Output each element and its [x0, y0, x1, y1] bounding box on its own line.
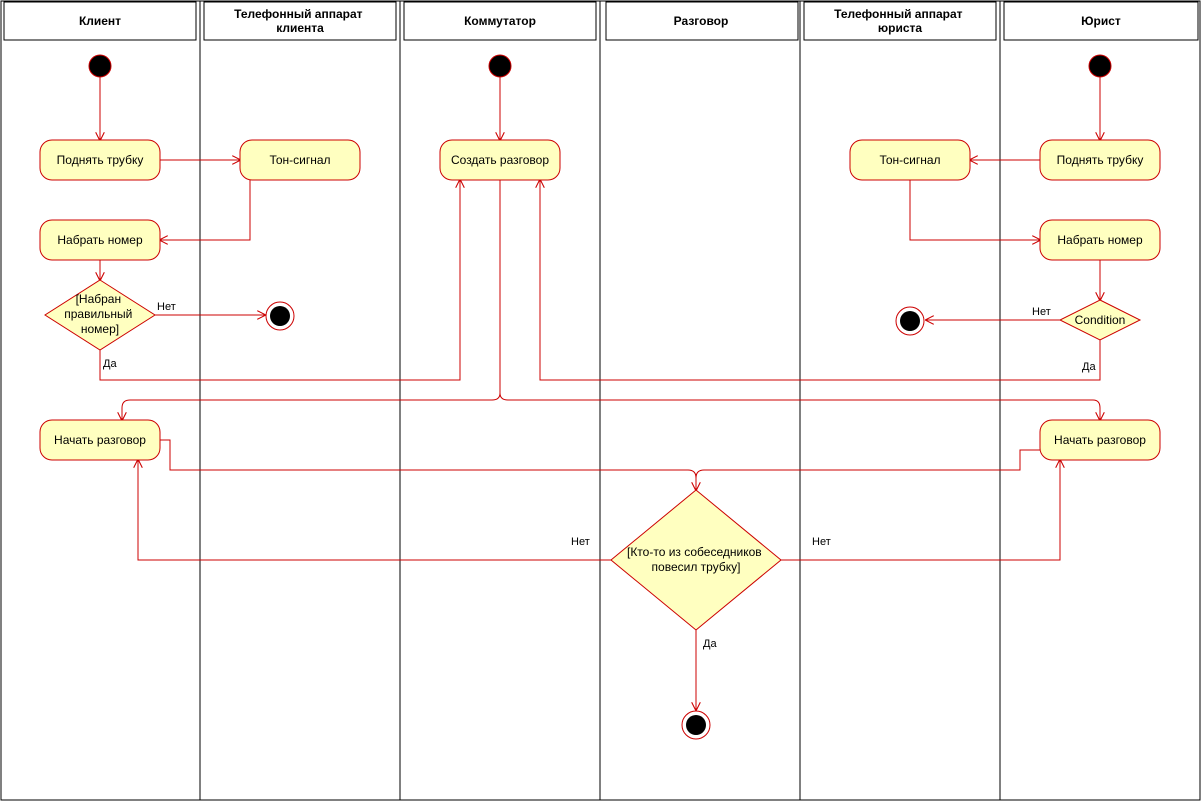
lane-header-client-phone [203, 1, 397, 41]
lane-header-lawyer-phone [803, 1, 997, 41]
decision-label: Condition [1075, 313, 1126, 327]
action-lawyer-pickup[interactable]: Поднять трубку [1039, 139, 1161, 181]
action-label: Создать разговор [451, 153, 549, 167]
end-node-lawyer [895, 306, 925, 336]
action-label: Набрать номер [1057, 233, 1143, 247]
start-nodes [88, 54, 1112, 78]
action-label: Набрать номер [57, 233, 143, 247]
action-client-dial[interactable]: Набрать номер [39, 219, 161, 261]
edge-label-hangup-yes: Да [703, 638, 717, 650]
action-lawyer-dial[interactable]: Набрать номер [1039, 219, 1161, 261]
decision-lawyer-check[interactable]: Condition [1058, 299, 1142, 341]
start-node-switch [488, 54, 512, 78]
edge-lawyer-start-to-hangup [695, 449, 1040, 479]
edge-client-start-to-hangup [160, 439, 696, 490]
edge-label-hangup-no-left: Нет [571, 536, 590, 548]
action-client-start[interactable]: Начать разговор [39, 419, 161, 461]
action-client-pickup[interactable]: Поднять трубку [39, 139, 161, 181]
edge-switch-to-lawyer-start [499, 392, 1100, 420]
edge-hangup-no-left [138, 460, 611, 561]
action-label: Поднять трубку [1057, 153, 1144, 167]
decision-label: [Набран правильный номер] [64, 292, 135, 336]
action-label: Тон-сигнал [879, 153, 940, 167]
action-nodes: Поднять трубку Тон-сигнал Набрать номер … [39, 139, 1161, 461]
end-node-client [265, 301, 295, 331]
lane-title-lawyer: Юрист [1081, 14, 1121, 28]
end-nodes [265, 301, 925, 740]
edge-label-hangup-no-right: Нет [812, 536, 831, 548]
edge-label-client-yes: Да [103, 358, 117, 370]
action-label: Тон-сигнал [269, 153, 330, 167]
decision-label: [Кто-то из собеседников повесил трубку] [627, 545, 765, 574]
action-lawyer-start[interactable]: Начать разговор [1039, 419, 1161, 461]
lane-header-lawyer [1003, 1, 1199, 41]
edge-switch-to-client-start [122, 180, 501, 420]
lane-title-client-phone: Телефонный аппарат клиента [234, 7, 366, 35]
edge-lawyer-tone-to-dial [909, 180, 1040, 240]
decision-nodes: [Набран правильный номер] Condition [Кто… [44, 279, 1142, 631]
edge-label-lawyer-yes: Да [1082, 361, 1096, 373]
start-node-lawyer [1088, 54, 1112, 78]
lane-title-lawyer-phone: Телефонный аппарат юриста [834, 7, 966, 35]
action-label: Начать разговор [54, 433, 146, 447]
edge-label-client-no: Нет [157, 301, 176, 313]
edge-label-lawyer-no: Нет [1032, 306, 1051, 318]
edge-lawyer-check-yes [540, 180, 1101, 381]
decision-client-check[interactable]: [Набран правильный номер] [44, 279, 156, 351]
lane-title-switch: Коммутатор [464, 14, 536, 28]
action-client-tone[interactable]: Тон-сигнал [239, 139, 361, 181]
lane-header-client [3, 1, 197, 41]
edges [100, 77, 1100, 710]
lane-header-switch [403, 1, 597, 41]
action-switch-create[interactable]: Создать разговор [439, 139, 561, 181]
edge-labels: Нет Да Нет Да Нет Нет Да [103, 301, 1096, 650]
edge-hangup-no-right [781, 460, 1060, 561]
start-node-client [88, 54, 112, 78]
edge-client-check-yes [99, 180, 460, 381]
lane-title-conversation: Разговор [674, 14, 729, 28]
action-label: Поднять трубку [57, 153, 144, 167]
lane-header-conversation [605, 1, 799, 41]
decision-hangup-check[interactable]: [Кто-то из собеседников повесил трубку] [610, 489, 782, 631]
action-label: Начать разговор [1054, 433, 1146, 447]
lane-title-client: Клиент [79, 14, 121, 28]
edge-client-tone-to-dial [160, 180, 251, 240]
end-node-conversation [681, 710, 711, 740]
action-lawyer-tone[interactable]: Тон-сигнал [849, 139, 971, 181]
